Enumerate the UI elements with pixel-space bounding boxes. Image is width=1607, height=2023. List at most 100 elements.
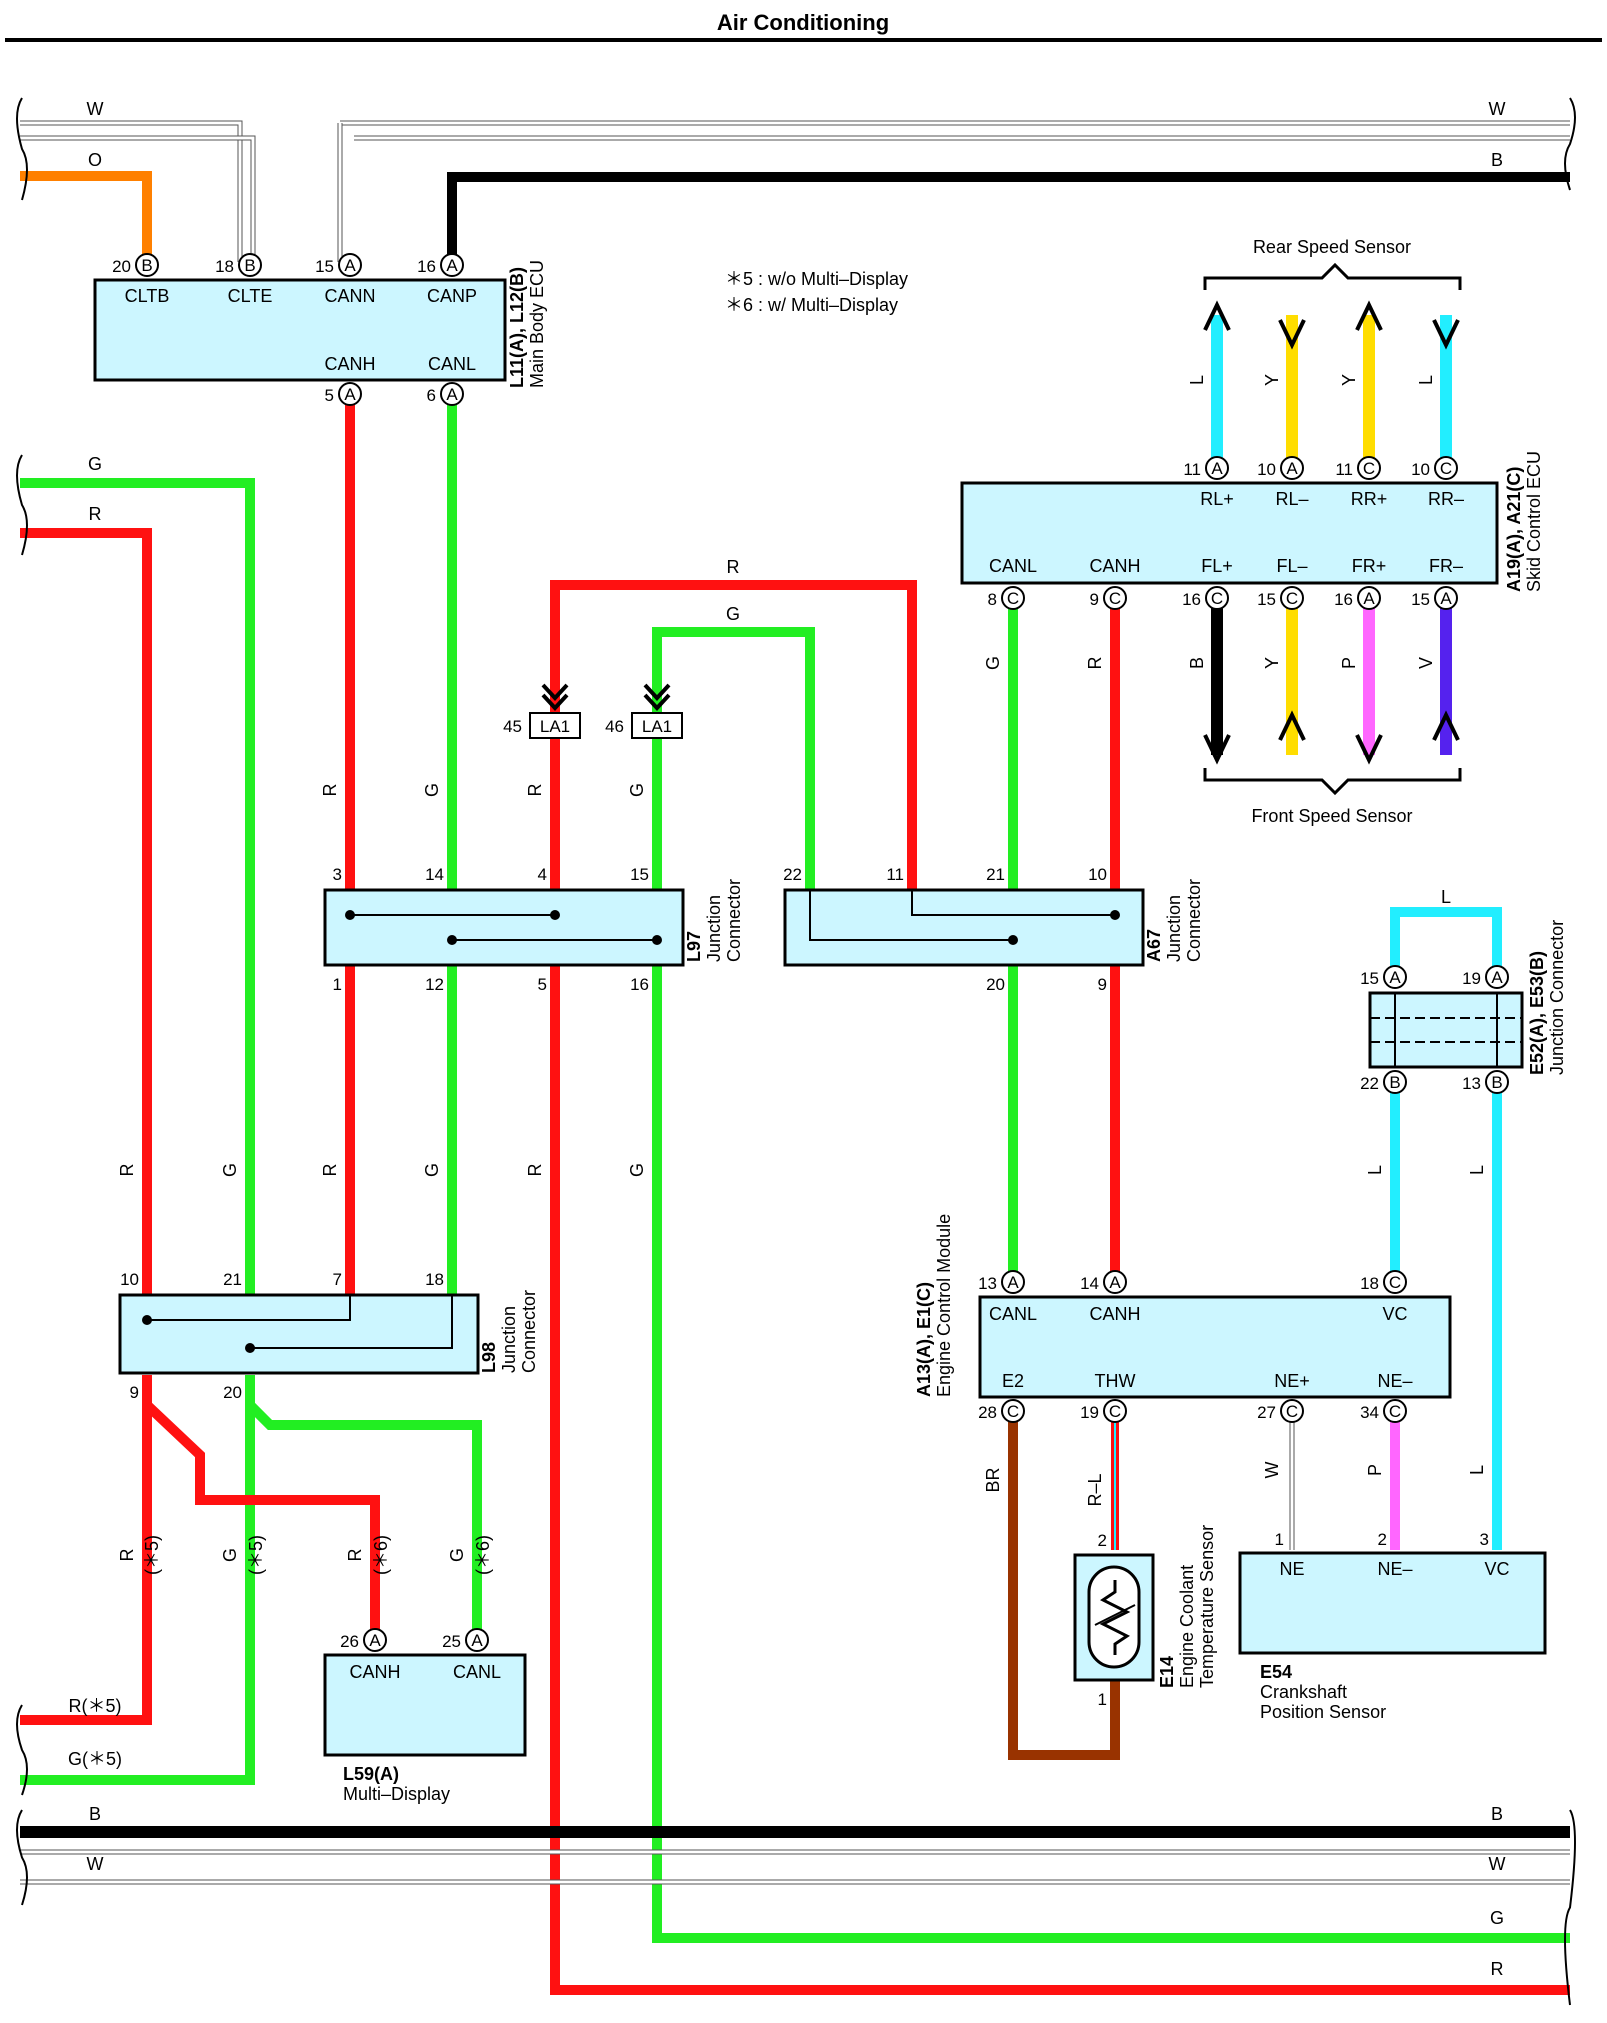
wire-variant-label: G [220, 1548, 240, 1562]
wire-color-label: Y [1339, 374, 1359, 386]
wire-r-bottom [550, 965, 1570, 1995]
multi-code: L59(A) [343, 1764, 399, 1784]
l98-pin-top: 21 [223, 1270, 242, 1289]
e54-signal-VC: VC [1484, 1559, 1509, 1579]
e54-signal-NE: NE [1279, 1559, 1304, 1579]
ecm-pin-27-letter: C [1286, 1402, 1298, 1421]
wire-g-l98-multi [246, 1401, 482, 1640]
wire-color-label: L [1416, 375, 1436, 385]
wire-color-label: L [1467, 1465, 1487, 1475]
skid-pin-num: 10 [1411, 460, 1430, 479]
edge-label-g5-left: G(＊5) [68, 1749, 122, 1769]
a67-pin-top: 10 [1088, 865, 1107, 884]
skid-pin-num: 11 [1335, 460, 1353, 479]
l98-bus-2 [250, 1295, 453, 1349]
skid-pin-10A [1280, 456, 1304, 480]
body-ecu-pin-num: 5 [325, 386, 334, 405]
edge-label-w-left: W [87, 99, 104, 119]
l97-pin-bottom: 5 [538, 975, 547, 994]
splice-dot [345, 910, 355, 920]
wire-w-cltb [20, 120, 243, 262]
wire-b-canp [447, 172, 1570, 262]
skid-pin-16C-letter: C [1211, 589, 1223, 608]
left-break-mark [16, 1809, 28, 1906]
la1-arrow [541, 683, 569, 711]
body-ecu-pin-20-letter: B [141, 256, 152, 275]
wire-variant-label: (＊6) [371, 1535, 391, 1575]
ecm-signal-NE+: NE+ [1274, 1371, 1310, 1391]
body-ecu-pin-6 [440, 382, 464, 406]
front-speed-bracket [1203, 768, 1462, 796]
signal-arrow [1203, 734, 1231, 765]
skid-signal-RR–: RR– [1428, 489, 1464, 509]
e14-pin-top: 2 [1098, 1531, 1107, 1550]
e52-pin-top-letter: A [1491, 968, 1503, 987]
wire-color-label: G [627, 1163, 647, 1177]
skid-pin-11A [1205, 456, 1229, 480]
edge-label-b-right-2: B [1491, 1804, 1503, 1824]
e14-name-2: Temperature Sensor [1197, 1525, 1217, 1688]
wire-color-label: L [1365, 1165, 1385, 1175]
body-ecu-signal-CLTB: CLTB [125, 286, 170, 306]
multi-name: Multi–Display [343, 1784, 450, 1804]
skid-signal-FR–: FR– [1429, 556, 1463, 576]
ecm-code: A13(A), E1(C) [914, 1282, 934, 1397]
la1-code: LA1 [540, 717, 570, 736]
left-break-mark [16, 1704, 28, 1796]
l98-junction [118, 1293, 480, 1375]
wire-color-label: R [1085, 657, 1105, 670]
wire-w-clte [20, 135, 256, 262]
skid-signal-RR+: RR+ [1351, 489, 1388, 509]
body-ecu-pin-5 [338, 382, 362, 406]
e54-pin-num: 2 [1378, 1530, 1387, 1549]
l98-pin-top: 7 [333, 1270, 342, 1289]
a67-name-2: Connector [1184, 879, 1204, 962]
skid-pin-num: 8 [988, 590, 997, 609]
l98-code: L98 [479, 1342, 499, 1373]
wire-color-label: R [525, 784, 545, 797]
la1-box [529, 712, 581, 739]
skid-signal-CANH: CANH [1089, 556, 1140, 576]
l97-pin-top: 14 [425, 865, 444, 884]
splice-dot [1008, 935, 1018, 945]
wire-r-la1-a67 [550, 580, 917, 890]
l97-pin-bottom: 12 [425, 975, 444, 994]
thermistor-slash [1094, 1604, 1136, 1626]
edge-label-w-left-2: W [87, 1854, 104, 1874]
wire-color-label: G [422, 1163, 442, 1177]
skid-pin-16A-letter: A [1363, 589, 1375, 608]
ecm-pin-34 [1383, 1399, 1407, 1423]
a67-junction [783, 888, 1145, 967]
ecm-pin-28 [1001, 1399, 1025, 1423]
multi-pin-num: 25 [442, 1632, 461, 1651]
multi-display [323, 1653, 527, 1757]
wire-label-l-e52: L [1441, 887, 1451, 907]
skid-pin-15C [1280, 586, 1304, 610]
skid-pin-9C-letter: C [1109, 589, 1121, 608]
e52-code: E52(A), E53(B) [1527, 951, 1547, 1075]
signal-arrow [1355, 734, 1383, 765]
ecm-pin-num: 19 [1080, 1403, 1099, 1422]
wires [20, 120, 1570, 1995]
ecm-pin-13-letter: A [1007, 1273, 1019, 1292]
rear-speed-bracket [1203, 262, 1462, 290]
left-break-mark [16, 454, 28, 556]
e54-pin-num: 1 [1275, 1530, 1284, 1549]
skid-pin-11C-letter: C [1363, 459, 1375, 478]
e54-signal-NE–: NE– [1377, 1559, 1412, 1579]
a67-pin-top: 22 [783, 865, 802, 884]
skid-pin-15C-letter: C [1286, 589, 1298, 608]
a67-pin-top: 21 [986, 865, 1005, 884]
l97-pin-top: 4 [538, 865, 547, 884]
skid-pin-num: 10 [1257, 460, 1276, 479]
edge-label-r5-left: R(＊5) [69, 1696, 122, 1716]
skid-signal-RL+: RL+ [1200, 489, 1234, 509]
e52-pin-top-num: 15 [1360, 969, 1379, 988]
wire-color-label: R [525, 1164, 545, 1177]
e52-pin-bottom-num: 13 [1462, 1074, 1481, 1093]
skid-pin-8C [1001, 586, 1025, 610]
edge-label-r-right: R [1491, 1959, 1504, 1979]
note-6: ＊6 : w/ Multi–Display [725, 295, 898, 315]
left-break-mark [16, 97, 28, 201]
l97-code: L97 [684, 931, 704, 962]
